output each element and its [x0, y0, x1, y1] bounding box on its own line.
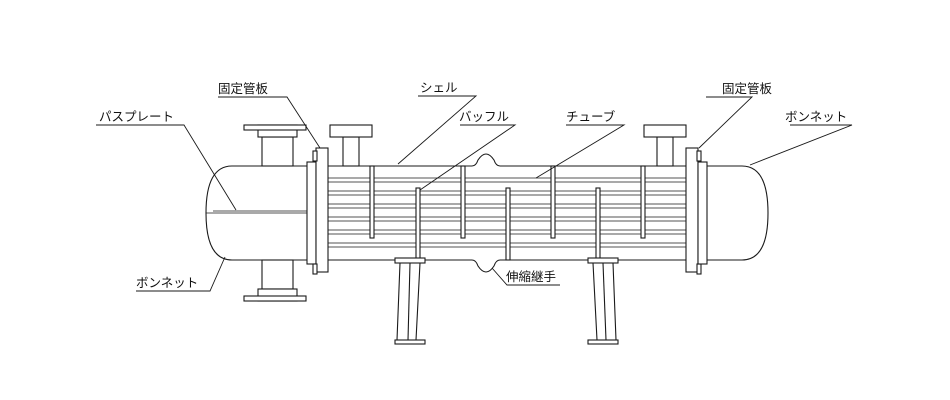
shell: [328, 124, 687, 273]
label-baffle: バッフル: [459, 109, 509, 124]
label-pass-plate: パスプレート: [99, 109, 174, 124]
baffles: [369, 165, 646, 261]
label-bonnet-left: ボンネット: [136, 275, 198, 290]
label-fixed-tubesheet-left: 固定管板: [218, 81, 269, 96]
right-bonnet: [697, 161, 769, 265]
supports: [394, 257, 619, 345]
label-shell: シェル: [420, 80, 458, 95]
label-bonnet-right: ボンネット: [785, 109, 847, 124]
left-tubesheet: [312, 147, 329, 275]
left-bonnet: [205, 124, 317, 302]
label-expansion-joint: 伸縮継手: [506, 269, 556, 284]
labels: 固定管板 シェル 固定管板 パスプレート バッフル チューブ ボンネット ボンネ…: [99, 80, 847, 290]
label-fixed-tubesheet-right: 固定管板: [722, 81, 773, 96]
leader-lines: [96, 95, 853, 292]
label-tube: チューブ: [566, 109, 616, 124]
